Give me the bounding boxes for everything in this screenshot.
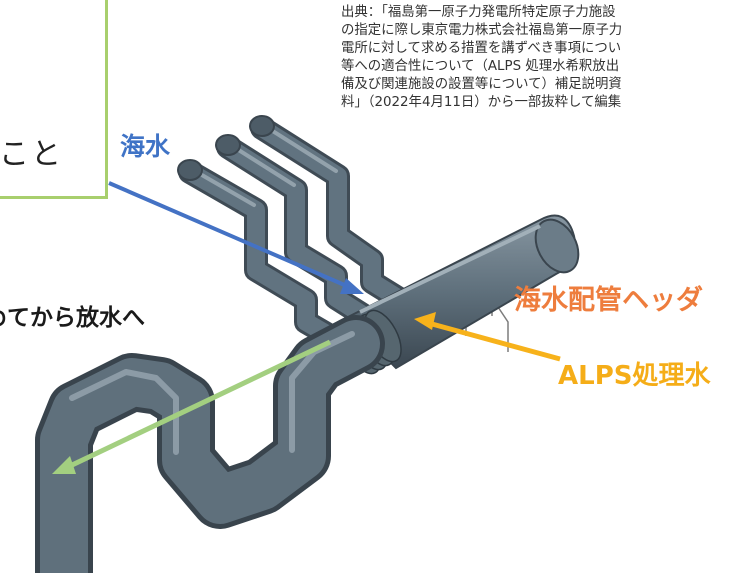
seawater-header-pipe <box>344 214 580 370</box>
callout-text: こと <box>0 137 63 172</box>
alps-treated-water-label: ALPS処理水 <box>558 361 711 391</box>
source-note-line: の指定に際し東京電力株式会社福島第一原子力 <box>341 23 623 38</box>
source-note-line: 備及び関連施設の設置等について）補足説明資 <box>341 77 622 92</box>
source-note: 出典：「福島第一原子力発電所特定原子力施設 の指定に際し東京電力株式会社福島第一… <box>341 4 754 112</box>
source-note-line: 出典：「福島第一原子力発電所特定原子力施設 <box>341 5 616 20</box>
source-note-line: 料」（2022年4月11日）から一部抜粋して編集 <box>341 95 622 110</box>
source-note-line: 等への適合性について（ALPS 処理水希釈放出 <box>341 59 620 74</box>
seawater-arrow <box>108 181 364 294</box>
intake-pipe-end-3 <box>177 159 203 181</box>
alps-water-arrow <box>414 312 561 362</box>
dilute-discharge-label: めてから放水へ <box>0 305 145 331</box>
discharge-arrow <box>52 339 332 474</box>
seawater-header-label: 海水配管ヘッダ <box>514 285 703 316</box>
discharge-pipe <box>35 315 385 573</box>
intake-pipe-end-1 <box>249 115 275 137</box>
callout-box: こと <box>0 0 108 199</box>
seawater-label: 海水 <box>120 132 171 161</box>
source-note-line: 電所に対して求める措置を講ずべき事項につい <box>341 41 622 56</box>
intake-pipe-end-2 <box>215 134 241 156</box>
